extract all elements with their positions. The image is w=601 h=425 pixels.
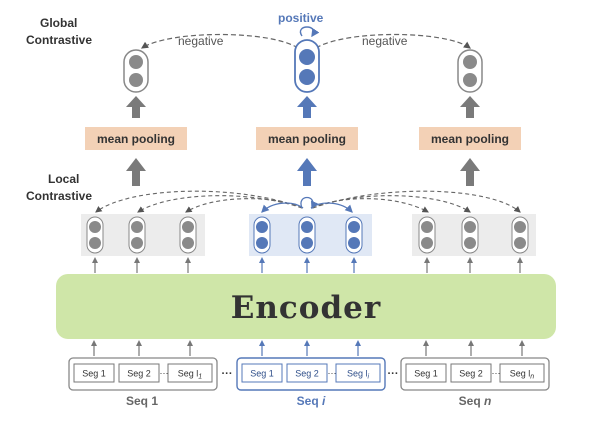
mean-pooling-box-right — [419, 127, 521, 150]
arrow-encoder-to-local-seqn-1 — [424, 257, 430, 273]
global-positive-loop — [299, 26, 320, 38]
arrow-encoder-to-local-seq1-3 — [185, 257, 191, 273]
local-vector-seq1-3 — [179, 216, 197, 254]
arrow-seg-to-encoder-1-3 — [187, 340, 193, 356]
segment-ellipsis-1: ··· — [160, 368, 169, 378]
negative-label-left: negative — [178, 34, 224, 48]
negative-label-right: negative — [362, 34, 408, 48]
arrow-local-to-pool-right — [460, 158, 480, 186]
arrow-pool-to-global-left — [126, 96, 146, 118]
local-vector-seq1-1 — [86, 216, 104, 254]
mean-pooling-label-left: mean pooling — [97, 132, 175, 146]
arrow-seg-to-encoder-2-3 — [355, 340, 361, 356]
ellipsis-between-i-n: ··· — [388, 368, 399, 380]
mean-pooling-box-center — [256, 127, 358, 150]
seq-label-n: Seq n — [459, 394, 492, 408]
arrow-encoder-to-local-seq1-1 — [92, 257, 98, 273]
arrow-seg-to-encoder-1-1 — [91, 340, 97, 356]
global-vector-left — [123, 49, 149, 93]
local-vector-seqi-1 — [253, 216, 271, 254]
encoder-label: Encoder — [231, 290, 381, 326]
arrow-local-to-pool-left — [126, 158, 146, 186]
local-vector-seqi-2 — [298, 216, 316, 254]
segment-3-3: Seg ln — [499, 363, 545, 383]
encoder-block — [56, 274, 556, 339]
svg-text:Seg 1: Seg 1 — [82, 369, 106, 379]
mean-pooling-label-right: mean pooling — [431, 132, 509, 146]
segment-3-2: Seg 2 — [450, 363, 492, 383]
arrow-encoder-to-local-seq1-2 — [134, 257, 140, 273]
arrow-encoder-to-local-seqi-2 — [304, 257, 310, 273]
arrow-seg-to-encoder-3-1 — [423, 340, 429, 356]
arrow-local-to-pool-center — [297, 158, 317, 186]
arrow-encoder-to-local-seqn-3 — [517, 257, 523, 273]
local-contrastive-label-line1: Local — [48, 172, 79, 186]
svg-text:Seg 2: Seg 2 — [459, 369, 483, 379]
local-contrastive-label-line2: Contrastive — [26, 189, 92, 203]
arrow-seg-to-encoder-3-3 — [519, 340, 525, 356]
arrow-encoder-to-local-seqn-2 — [467, 257, 473, 273]
local-positive-arcs — [261, 196, 353, 213]
svg-text:Seg li: Seg li — [347, 369, 370, 381]
segment-2-2: Seg 2 — [286, 363, 328, 383]
svg-text:Seg 1: Seg 1 — [250, 369, 274, 379]
global-negative-arc-right — [315, 33, 471, 49]
global-vector-right — [457, 49, 483, 93]
arrow-seg-to-encoder-1-2 — [136, 340, 142, 356]
segment-ellipsis-3: ··· — [492, 368, 501, 378]
positive-label: positive — [278, 11, 324, 25]
arrow-pool-to-global-center — [297, 96, 317, 118]
svg-text:Seg ln: Seg ln — [510, 369, 535, 381]
local-vector-seqn-3 — [511, 216, 529, 254]
svg-text:Seg l1: Seg l1 — [178, 369, 203, 381]
svg-text:Seg 2: Seg 2 — [295, 369, 319, 379]
global-vector-center — [294, 39, 320, 93]
local-negative-arcs — [95, 190, 521, 213]
segment-1-2: Seg 2 — [118, 363, 160, 383]
svg-text:Seg 2: Seg 2 — [127, 369, 151, 379]
local-vector-seqn-2 — [461, 216, 479, 254]
global-contrastive-label-line1: Global — [40, 16, 77, 30]
segment-2-3: Seg li — [335, 363, 381, 383]
arrow-encoder-to-local-seqi-1 — [259, 257, 265, 273]
svg-text:Seg 1: Seg 1 — [414, 369, 438, 379]
mean-pooling-box-left — [85, 127, 187, 150]
local-vector-seq1-2 — [128, 216, 146, 254]
segment-1-1: Seg 1 — [73, 363, 115, 383]
arrow-seg-to-encoder-3-2 — [468, 340, 474, 356]
seq-label-1: Seq 1 — [126, 394, 158, 408]
local-vector-seqi-3 — [345, 216, 363, 254]
segment-3-1: Seg 1 — [405, 363, 447, 383]
segment-1-3: Seg l1 — [167, 363, 213, 383]
segment-ellipsis-2: ··· — [328, 368, 337, 378]
global-negative-arc-left — [140, 33, 299, 49]
ellipsis-between-1-i: ··· — [222, 368, 233, 380]
global-contrastive-label-line2: Contrastive — [26, 33, 92, 47]
segment-2-1: Seg 1 — [241, 363, 283, 383]
local-vector-seqn-1 — [418, 216, 436, 254]
mean-pooling-label-center: mean pooling — [268, 132, 346, 146]
arrow-encoder-to-local-seqi-3 — [351, 257, 357, 273]
seq-label-i: Seq i — [297, 394, 326, 408]
arrow-pool-to-global-right — [460, 96, 480, 118]
arrow-seg-to-encoder-2-2 — [304, 340, 310, 356]
arrow-seg-to-encoder-2-1 — [259, 340, 265, 356]
